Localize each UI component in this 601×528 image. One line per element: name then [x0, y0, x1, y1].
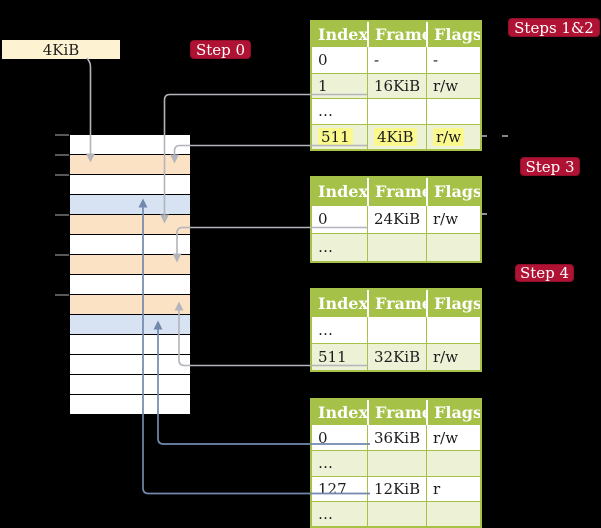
cell-frame — [367, 316, 426, 344]
memory-frame-0kib — [70, 135, 190, 154]
cell-frame: 24KiB — [367, 205, 426, 234]
cell-flags: r — [426, 476, 480, 501]
cell-frame: 36KiB — [367, 425, 426, 451]
badge-steps-1-2: Steps 1&2 — [508, 18, 600, 37]
column-header-frame: Frame — [367, 178, 426, 206]
table-header-row: Index Frame Flags — [312, 290, 480, 317]
cell-index: 0 — [318, 210, 328, 229]
column-header-flags: Flags — [426, 400, 480, 426]
memory-frame-28kib — [70, 275, 190, 294]
table-header-row: Index Frame Flags — [312, 178, 480, 206]
cell-index: 1 — [318, 76, 328, 95]
memory-frame-12kib — [70, 195, 190, 214]
column-header-index: Index — [318, 293, 367, 313]
table-row: … — [312, 233, 480, 261]
cell-index: … — [318, 320, 333, 339]
badge-step-3: Step 3 — [520, 157, 580, 176]
column-header-flags: Flags — [426, 178, 480, 206]
column-header-frame: Frame — [367, 400, 426, 426]
cell-flags — [426, 316, 480, 344]
cell-frame: 16KiB — [367, 73, 426, 99]
page-table-l1: Index Frame Flags 0 36KiB r/w … 127 12Ki… — [310, 398, 482, 528]
cell-frame: - — [367, 47, 426, 73]
cell-frame — [367, 501, 426, 526]
page-table-l3: Index Frame Flags 0 24KiB r/w … — [310, 176, 482, 263]
page-table-l4: Index Frame Flags 0 - - 1 16KiB r/w … 51… — [310, 20, 482, 151]
cell-flags: r/w — [426, 425, 480, 451]
table-row: 127 12KiB r — [312, 475, 480, 501]
memory-ticks — [55, 134, 69, 296]
cell-index: 0 — [318, 428, 328, 447]
column-header-index: Index — [318, 25, 367, 45]
cell-flags — [426, 234, 480, 261]
cell-frame — [367, 99, 426, 124]
cell-flags: r/w — [426, 205, 480, 234]
cell-frame — [367, 451, 426, 476]
cell-index: 127 — [318, 479, 347, 498]
memory-frame-40kib — [70, 335, 190, 354]
memory-frame-52kib — [70, 395, 190, 414]
highlighted-value: 4KiB — [374, 127, 417, 146]
cell-index: 511 — [318, 347, 347, 366]
column-header-frame: Frame — [367, 290, 426, 317]
cell-index: 511 — [312, 125, 367, 149]
physical-memory-column — [70, 135, 190, 415]
page-table-l2: Index Frame Flags … 511 32KiB r/w — [310, 288, 482, 372]
table-row: 0 36KiB r/w — [312, 425, 480, 451]
memory-frame-44kib — [70, 355, 190, 374]
column-header-flags: Flags — [426, 290, 480, 317]
cell-index: … — [318, 454, 333, 473]
memory-frame-48kib — [70, 375, 190, 394]
table-header-row: Index Frame Flags — [312, 22, 480, 48]
cell-frame — [367, 234, 426, 261]
column-header-index: Index — [318, 182, 367, 202]
table-row: 1 16KiB r/w — [312, 72, 480, 99]
table-header-row: Index Frame Flags — [312, 400, 480, 426]
cell-frame: 4KiB — [367, 124, 426, 149]
cell-flags: r/w — [426, 124, 480, 149]
highlighted-value: r/w — [433, 127, 465, 146]
memory-frame-16kib — [70, 215, 190, 234]
memory-frame-20kib — [70, 235, 190, 254]
badge-step-0: Step 0 — [190, 40, 251, 59]
cell-index: … — [318, 238, 333, 257]
table-row: … — [312, 500, 480, 526]
table-row: … — [312, 316, 480, 344]
table-row: 0 - - — [312, 47, 480, 73]
cell-index: … — [318, 102, 333, 121]
column-header-flags: Flags — [426, 22, 480, 48]
table-row: 0 24KiB r/w — [312, 205, 480, 234]
page-size-label: 4KiB — [2, 40, 120, 59]
memory-frame-24kib — [70, 255, 190, 274]
memory-frame-8kib — [70, 175, 190, 194]
memory-frame-36kib — [70, 315, 190, 334]
cell-frame: 12KiB — [367, 476, 426, 501]
cell-flags: r/w — [426, 73, 480, 99]
cell-index: … — [318, 504, 333, 523]
table-row: … — [312, 98, 480, 124]
memory-frame-32kib — [70, 295, 190, 314]
column-header-frame: Frame — [367, 22, 426, 48]
table-row-highlighted: 511 4KiB r/w — [312, 123, 480, 149]
cell-flags — [426, 501, 480, 526]
badge-step-4: Step 4 — [515, 264, 574, 282]
highlighted-value: 511 — [318, 127, 353, 146]
cell-flags: r/w — [426, 344, 480, 370]
cell-frame: 32KiB — [367, 344, 426, 370]
table-row: … — [312, 450, 480, 476]
column-header-index: Index — [318, 403, 367, 423]
cell-flags — [426, 451, 480, 476]
cell-flags — [426, 99, 480, 124]
cell-index: 0 — [318, 51, 328, 70]
table-row: 511 32KiB r/w — [312, 343, 480, 370]
cell-flags: - — [426, 47, 480, 73]
memory-frame-4kib — [70, 155, 190, 174]
